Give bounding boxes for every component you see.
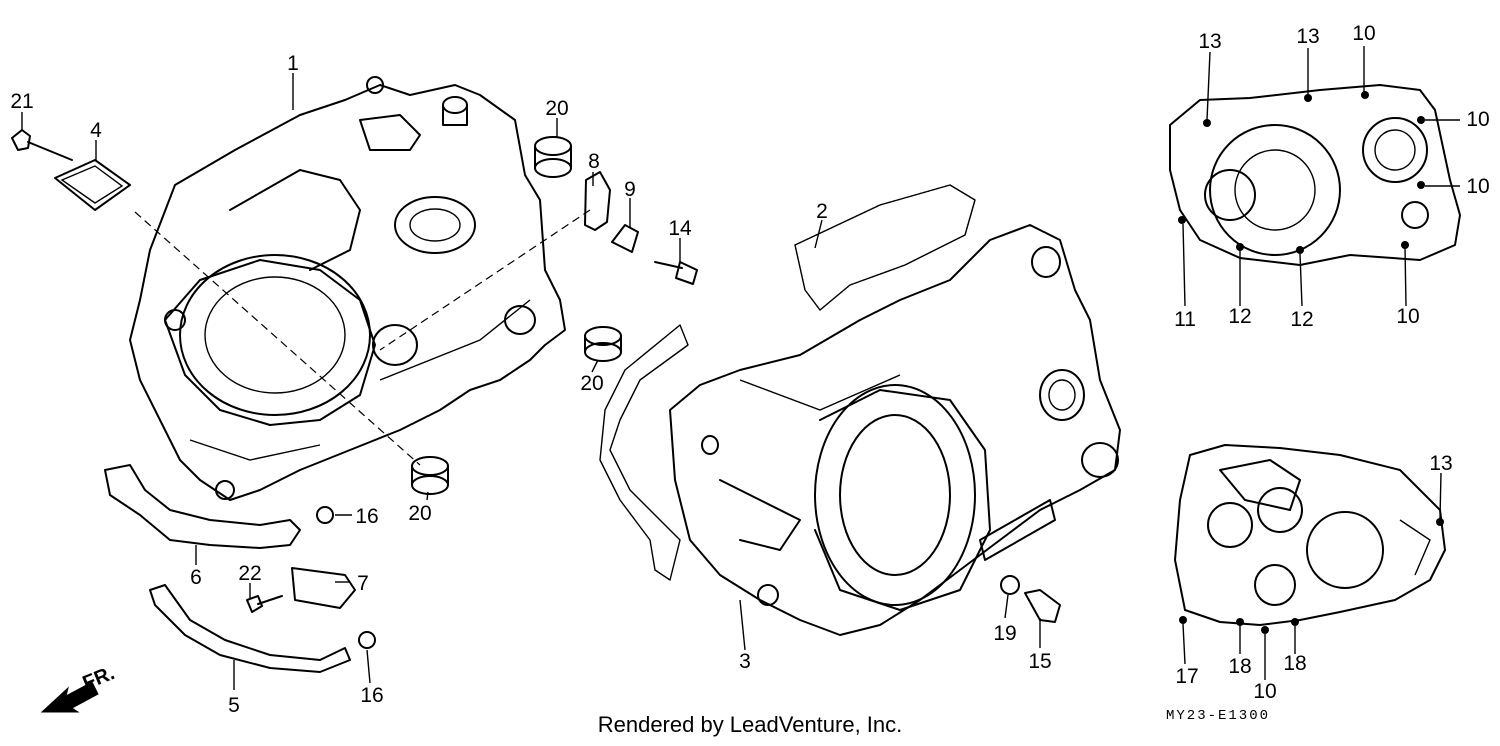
callout-10-upper-bottom[interactable]: 10 [1396, 305, 1419, 328]
callout-10-lower[interactable]: 10 [1253, 680, 1276, 703]
callout-20-middle[interactable]: 20 [580, 372, 603, 395]
callout-20-top[interactable]: 20 [545, 97, 568, 120]
callout-22[interactable]: 22 [238, 562, 261, 585]
callout-10-upper-right-2[interactable]: 10 [1466, 175, 1489, 198]
leader-lines [21, 46, 1460, 690]
front-direction-label: FR. [80, 662, 118, 694]
callout-11[interactable]: 11 [1174, 308, 1196, 331]
callout-16-lower[interactable]: 16 [360, 684, 383, 707]
lower-cover-drawing [1174, 444, 1446, 634]
gasket-left-drawing [599, 324, 689, 581]
callout-10-upper-right-1[interactable]: 10 [1466, 108, 1489, 131]
callout-6[interactable]: 6 [190, 566, 202, 589]
callout-14[interactable]: 14 [668, 217, 692, 240]
callout-2[interactable]: 2 [816, 200, 828, 223]
callout-1[interactable]: 1 [287, 52, 299, 75]
callout-10-upper-top[interactable]: 10 [1352, 22, 1375, 45]
dowel-pins-drawing [411, 136, 622, 495]
hardware-drawing [11, 129, 1061, 673]
callout-3[interactable]: 3 [739, 650, 751, 673]
callout-13-lower[interactable]: 13 [1429, 452, 1452, 475]
right-crankcase-drawing [669, 224, 1121, 636]
callout-12-left[interactable]: 12 [1228, 305, 1251, 328]
upper-cover-drawing [1169, 84, 1461, 266]
gasket-2-outline [794, 184, 976, 311]
callout-5[interactable]: 5 [228, 694, 240, 717]
diagram-code: MY23-E1300 [1166, 708, 1271, 724]
callout-9[interactable]: 9 [624, 178, 636, 201]
callout-13-upper-left[interactable]: 13 [1198, 30, 1221, 53]
callout-7[interactable]: 7 [357, 572, 369, 595]
alignment-line-2 [379, 209, 591, 351]
callout-21[interactable]: 21 [10, 90, 33, 113]
callout-19[interactable]: 19 [993, 622, 1016, 645]
callout-13-upper-mid[interactable]: 13 [1296, 25, 1319, 48]
callout-8[interactable]: 8 [588, 150, 600, 173]
callout-18-right[interactable]: 18 [1283, 652, 1306, 675]
alignment-line-1 [134, 211, 421, 466]
front-direction-arrow: FR. [40, 662, 118, 713]
callout-18-left[interactable]: 18 [1228, 655, 1251, 678]
callout-12-right[interactable]: 12 [1290, 308, 1313, 331]
left-crankcase-drawing [129, 76, 566, 501]
callout-17[interactable]: 17 [1175, 665, 1198, 688]
callout-20-bottom[interactable]: 20 [408, 502, 431, 525]
callout-15[interactable]: 15 [1028, 650, 1051, 673]
credit-text: Rendered by LeadVenture, Inc. [597, 712, 903, 737]
callout-4[interactable]: 4 [90, 119, 102, 142]
callout-16-upper[interactable]: 16 [355, 505, 378, 528]
